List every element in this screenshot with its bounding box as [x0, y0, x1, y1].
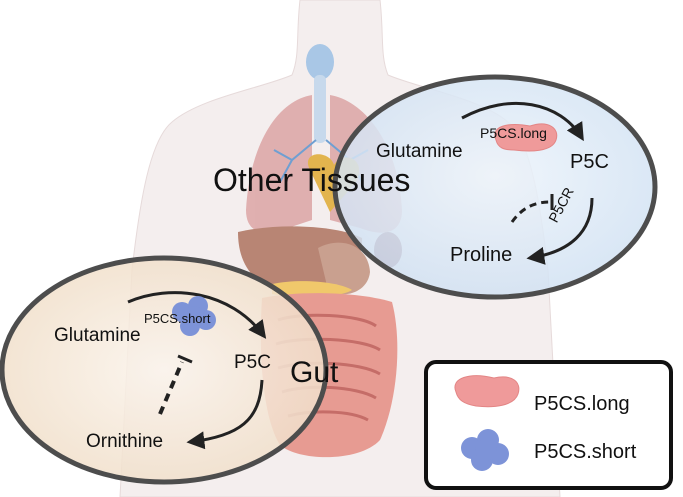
p5c-to-ornithine-arrow: [186, 379, 264, 450]
glutamine-to-p5c-arrow-gut: [127, 291, 267, 339]
gut-enzyme-label: P5CS.short: [144, 311, 211, 326]
gut-p5c-label: P5C: [234, 352, 271, 373]
tissues-glutamine-label: Glutamine: [376, 141, 463, 162]
abdominal-organs: [238, 226, 402, 297]
tissues-p5c-label: P5C: [570, 151, 609, 173]
gut-label: Gut: [290, 356, 339, 389]
glutamine-to-p5c-arrow-tissues: [461, 101, 584, 142]
proline-inhibition-line: [510, 200, 551, 223]
gut-glutamine-label: Glutamine: [54, 325, 141, 346]
legend-p5cs-long-icon: [454, 375, 520, 408]
p5cs-long-enzyme-icon: [494, 123, 558, 152]
p5cs-short-enzyme-icon: [172, 296, 216, 336]
legend-p5cs-short-icon: [461, 429, 509, 471]
legend-p5cs-long-label: P5CS.long: [534, 393, 630, 415]
trachea: [306, 44, 334, 143]
proline-label: Proline: [450, 244, 513, 266]
tissues-enzyme-label: P5CS.long: [480, 125, 547, 141]
ornithine-label: Ornithine: [86, 431, 164, 452]
ornithine-inhibition-line: [158, 361, 184, 415]
p5c-to-proline-arrow: [526, 197, 594, 265]
gut-region: [0, 255, 329, 485]
other-tissues-label: Other Tissues: [213, 162, 411, 198]
legend-p5cs-short-label: P5CS.short: [534, 441, 637, 463]
inhibition-bar-gut: [177, 354, 193, 364]
